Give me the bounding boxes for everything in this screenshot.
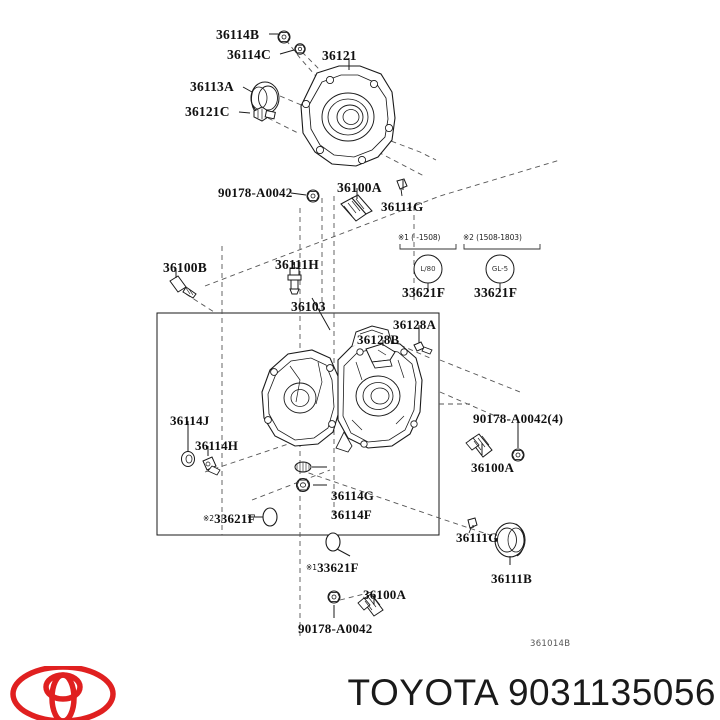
label-text: 36100A [471,460,515,475]
part-label-36128B: 36128B [357,333,399,346]
diagram-canvas: 36114B 36114C 36121 36113A 36121C 90178-A0042… [156,28,571,649]
brand-part-number-text: TOYOTA 9031135056 [338,672,716,714]
part-label-36103: 36103 [291,300,326,314]
toyota-logo [10,666,116,720]
part-label-36128A: 36128A [393,318,436,331]
part-label-36111B: 36111B [491,572,532,585]
part-label-36100B: 36100B [163,261,207,275]
part-label-36114F: 36114F [331,508,372,521]
label-text: 36111G [456,530,499,545]
assembly-boundary-box [156,312,440,536]
label-text: 36103 [291,299,326,314]
part-36128B-bracket [365,343,396,369]
label-text: 36114B [216,27,260,42]
part-label-36100A: 36100A [471,461,514,474]
part-33621F-gasket-mid [262,507,278,527]
part-36111B-bushing [494,522,526,558]
label-text: 36111G [381,199,424,214]
label-text: 36114C [227,47,271,62]
part-label-36114G: 36114G [331,489,374,502]
brand-part-number: 9031135056 [507,672,716,713]
diagram-reference-code: 361014B [530,639,571,649]
label-text: 36100B [163,260,207,275]
label-text: 33621F [214,511,256,526]
label-text: 36113A [190,79,234,94]
part-36111G-pin-top [396,178,408,197]
part-label-36114B: 36114B [216,28,259,42]
part-label-90178A0042: 90178-A0042 [218,186,292,199]
part-90178-A0042-nut-bottom [327,590,341,604]
brand-footer: TOYOTA 9031135056 [0,666,720,720]
part-label-36111H: 36111H [275,258,319,272]
part-36121-extension-housing [300,65,396,167]
part-label-36121C: 36121C [185,105,230,119]
part-36114F-nut [296,478,310,492]
label-text: 36111H [275,257,319,272]
label-text: 36121C [185,104,230,119]
leader-lines [175,33,519,618]
part-label-33621F: ※133621F [306,561,359,574]
label-text: 36100A [363,587,407,602]
part-label-90178A00424: 90178-A0042(4) [473,412,563,425]
label-text: 36111B [491,571,532,586]
part-36114J-washer [181,451,195,467]
legend-part-number-1: 33621F [402,285,446,300]
part-label-33621F: ※233621F [203,512,256,525]
label-text: 90178-A0042 [218,185,293,200]
part-36114B-nut [277,30,291,44]
label-marker: ※2 [203,514,215,523]
part-36114C-washer [294,43,306,55]
label-text: 36121 [322,48,357,63]
part-label-36100A: 36100A [363,588,406,601]
legend-oil-circle-2 [485,254,515,292]
label-marker: ※1 [306,563,318,572]
part-label-36111G: 36111G [456,531,498,544]
legend-oil-code-1: L/80 [420,265,436,273]
label-text: 33621F [317,560,359,575]
legend-brackets [399,244,541,250]
part-90178-A0042-nut-top [306,189,320,203]
part-label-36121: 36121 [322,49,357,63]
part-label-90178A0042: 90178-A0042 [298,622,372,635]
label-text: 36128A [393,317,437,332]
part-label-36111G: 36111G [381,200,423,213]
part-36100A-stud-top [340,194,373,222]
brand-name: TOYOTA [347,672,498,713]
label-text: 36114F [331,507,372,522]
exploded-parts-drawing [156,30,561,640]
part-33621F-gasket-bottom [325,532,341,552]
part-36103-transfer-case [261,325,423,453]
label-text: 36100A [337,180,382,195]
legend-oil-circle-1 [413,254,443,292]
part-36111G-pin-right [467,517,478,534]
label-text: 90178-A0042 [298,621,373,636]
part-label-36114C: 36114C [227,48,271,62]
label-text: 90178-A0042(4) [473,411,564,426]
label-text: 36114H [195,438,239,453]
legend-part-number-2: 33621F [474,285,518,300]
legend-oil-code-2: GL-5 [491,265,509,273]
part-label-36113A: 36113A [190,80,234,94]
part-label-36114H: 36114H [195,439,238,452]
part-label-36114J: 36114J [170,414,209,427]
legend-caption-group1: ※1 ( -1508) [398,233,441,242]
part-36121C-plug [253,106,276,122]
part-36100A-stud-right [465,433,493,458]
label-text: 36114J [170,413,210,428]
part-36100B-bolt [169,275,197,299]
part-36121-bolt-bosses [301,75,394,165]
part-label-36100A: 36100A [337,181,382,195]
legend-caption-group2: ※2 (1508-1803) [463,233,522,242]
label-text: 36114G [331,488,375,503]
part-36114G-spacer [294,461,312,473]
part-36114H-bolt [202,456,221,476]
label-text: 36128B [357,332,400,347]
part-36113A-oil-seal [250,81,280,115]
